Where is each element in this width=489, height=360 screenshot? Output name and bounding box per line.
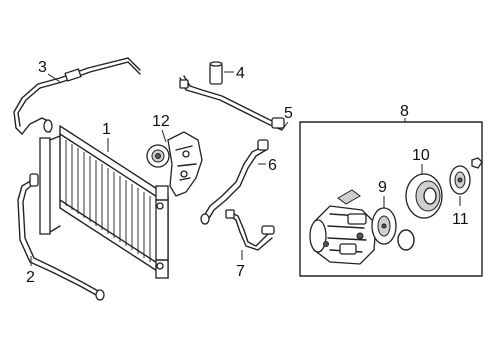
part-6-hose [200,139,269,225]
svg-text:5: 5 [284,105,293,122]
part-7-pipe [225,209,275,251]
callout-11: 11 [452,196,469,228]
snap-ring [397,229,415,251]
part-8-compressor-assembly-box [299,121,483,277]
callout-5: 5 [281,105,293,131]
callout-8: 8 [400,103,409,122]
callout-7: 7 [236,250,245,280]
svg-text:8: 8 [400,103,409,120]
part-3-discharge-hose [13,57,141,135]
part-4-cap [209,61,223,85]
svg-text:7: 7 [236,263,245,280]
callout-4: 4 [224,65,245,82]
svg-text:2: 2 [26,269,35,286]
svg-text:11: 11 [452,211,469,228]
part-1-condenser [39,125,169,279]
callout-6: 6 [258,157,277,174]
callout-1: 1 [102,121,111,152]
svg-text:9: 9 [378,179,387,196]
part-2-liquid-pipe [17,173,105,301]
part-12-idler-bracket [146,131,203,197]
part-5-suction-hose [179,75,285,131]
callout-9: 9 [378,179,387,208]
svg-text:12: 12 [152,113,170,130]
callout-3: 3 [38,59,61,83]
part-10-pulley [405,173,443,219]
callout-12: 12 [152,113,170,143]
compressor [309,189,377,265]
part-9-field-coil [371,207,397,245]
svg-text:4: 4 [236,65,245,82]
part-11-pressure-plate [449,157,483,195]
svg-text:6: 6 [268,157,277,174]
callout-2: 2 [26,256,35,286]
svg-text:3: 3 [38,59,47,76]
callout-10: 10 [412,147,430,174]
svg-text:1: 1 [102,121,111,138]
svg-text:10: 10 [412,147,430,164]
